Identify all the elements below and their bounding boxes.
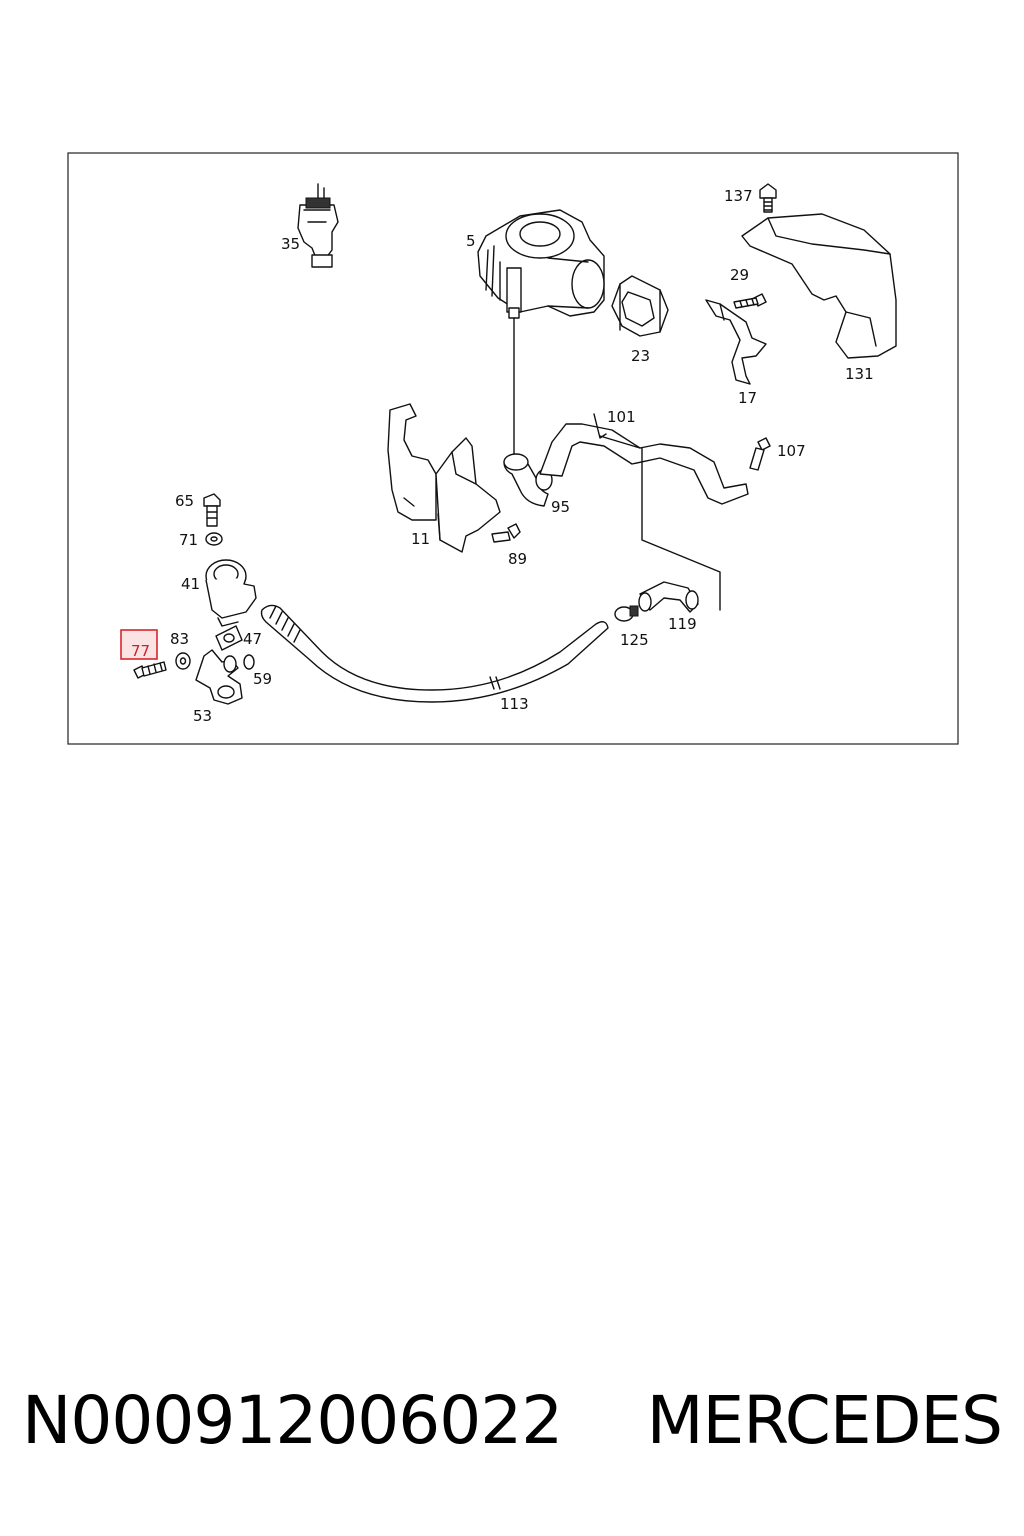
label-23: 23 [631,347,650,365]
part-65-bolt[interactable] [203,493,221,527]
label-53: 53 [193,707,212,725]
part-89-bolt[interactable] [491,523,521,543]
label-47: 47 [243,630,262,648]
part-29-bolt[interactable] [733,293,767,309]
label-137: 137 [724,187,753,205]
label-65: 65 [175,492,194,510]
part-number: N000912006022 [22,1382,563,1459]
part-53-pipe[interactable] [195,649,243,705]
part-131-cover[interactable] [741,213,897,359]
label-119: 119 [668,615,697,633]
label-35: 35 [281,235,300,253]
leader-line-101-119 [641,447,721,611]
label-125: 125 [620,631,649,649]
part-119-hose[interactable] [638,581,699,613]
part-23-mount[interactable] [611,275,669,337]
label-71: 71 [179,531,198,549]
part-47-gasket[interactable] [215,625,243,651]
part-83-washer[interactable] [175,652,191,670]
label-107: 107 [777,442,806,460]
label-113: 113 [500,695,529,713]
label-77: 77 [131,642,150,660]
part-137-bolt[interactable] [759,183,777,213]
label-29: 29 [730,266,749,284]
part-77-bolt[interactable] [133,661,167,679]
part-5-air-pump[interactable] [477,209,605,319]
label-17: 17 [738,389,757,407]
label-59: 59 [253,670,272,688]
part-125-clamp[interactable] [614,605,639,622]
label-95: 95 [551,498,570,516]
label-101: 101 [607,408,636,426]
label-5: 5 [466,232,476,250]
highlight-77[interactable]: 77 [120,629,158,660]
brand-name: MERCEDES [646,1382,1003,1459]
part-101-pipe[interactable] [539,413,749,505]
diagram-frame [67,152,959,745]
label-89: 89 [508,550,527,568]
part-17-bracket[interactable] [705,299,767,385]
part-59-seal[interactable] [243,654,255,670]
part-71-washer[interactable] [205,532,223,546]
label-131: 131 [845,365,874,383]
part-35-valve[interactable] [297,183,339,268]
label-11: 11 [411,530,430,548]
part-107-bolt[interactable] [749,437,771,471]
footer: N000912006022 MERCEDES [0,1376,1024,1466]
label-41: 41 [181,575,200,593]
part-11-bracket[interactable] [387,403,501,553]
label-83: 83 [170,630,189,648]
parts-diagram: 35 5 23 137 131 29 17 [67,152,959,745]
part-113-hose[interactable] [260,604,609,703]
part-41-valve[interactable] [205,559,257,627]
